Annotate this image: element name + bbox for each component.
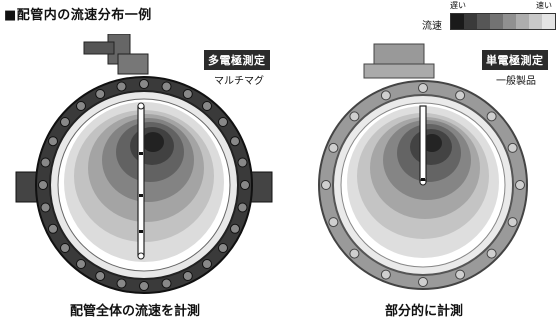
bolt — [455, 269, 466, 280]
bolt — [455, 90, 466, 101]
multi-electrode-tag: 多電極測定 — [204, 50, 270, 70]
bolt — [328, 142, 339, 153]
legend-slow-label: 遅い — [450, 1, 466, 10]
multi-electrode-caption: 配管全体の流速を計測 — [70, 304, 201, 319]
right-connector — [249, 171, 273, 203]
bolt — [349, 111, 360, 122]
bolt — [161, 81, 172, 92]
single-electrode-caption: 部分的に計測 — [385, 304, 464, 319]
electrode-rod — [137, 105, 145, 257]
single-electrode-subtitle: 一般製品 — [496, 76, 536, 87]
bolt — [230, 223, 240, 234]
bolt — [202, 259, 212, 269]
bolt — [182, 89, 193, 99]
bolt — [507, 142, 518, 153]
legend-swatch — [503, 14, 516, 29]
bolt — [161, 278, 172, 289]
bolt — [139, 281, 149, 291]
bolt — [507, 217, 518, 228]
left-connector — [15, 171, 39, 203]
bolt — [60, 117, 70, 127]
legend-swatch — [529, 14, 542, 29]
bolt — [48, 223, 58, 234]
bolt — [380, 269, 391, 280]
electrode-rod — [419, 105, 427, 183]
bolt — [486, 111, 497, 122]
bolt — [202, 101, 212, 111]
multi-electrode-meter-diagram — [15, 34, 273, 294]
legend-swatch — [516, 14, 529, 29]
bolt — [116, 278, 127, 289]
single-electrode-meter-diagram — [318, 43, 528, 290]
bolt — [95, 89, 106, 99]
flange-bolts — [38, 79, 250, 291]
legend-swatch — [542, 14, 555, 29]
legend-swatch — [464, 14, 477, 29]
legend-swatch — [490, 14, 503, 29]
bolt — [349, 248, 360, 259]
bolt — [515, 180, 525, 190]
legend-fast-label: 速い — [536, 1, 552, 10]
bolt — [240, 180, 250, 190]
bolt — [418, 83, 428, 93]
legend-color-scale — [450, 13, 556, 30]
single-electrode-tag: 単電極測定 — [482, 50, 548, 70]
page-title: ■配管内の流速分布一例 — [4, 8, 152, 23]
bolt — [237, 157, 248, 168]
bolt — [116, 81, 127, 92]
bolt — [76, 101, 86, 111]
bolt — [60, 243, 70, 253]
bolt — [38, 180, 48, 190]
bolt — [40, 202, 51, 213]
multi-electrode-subtitle: マルチマグ — [214, 76, 264, 87]
bolt — [321, 180, 331, 190]
bolt — [418, 277, 428, 287]
bolt — [48, 136, 58, 147]
bolt — [380, 90, 391, 101]
bolt — [40, 157, 51, 168]
bolt — [139, 79, 149, 89]
legend-label: 流速 — [422, 21, 442, 32]
bolt — [230, 136, 240, 147]
flange-bolts — [321, 83, 525, 287]
velocity-legend: 遅い 速い 流速 — [420, 0, 558, 34]
bolt — [218, 117, 228, 127]
bolt — [237, 202, 248, 213]
bolt — [486, 248, 497, 259]
legend-swatch — [477, 14, 490, 29]
bolt — [218, 243, 228, 253]
bolt — [76, 259, 86, 269]
terminal-box — [83, 34, 149, 75]
bolt — [95, 271, 106, 281]
legend-swatch — [451, 14, 464, 29]
terminal-box — [363, 43, 435, 79]
bolt — [328, 217, 339, 228]
bolt — [182, 271, 193, 281]
